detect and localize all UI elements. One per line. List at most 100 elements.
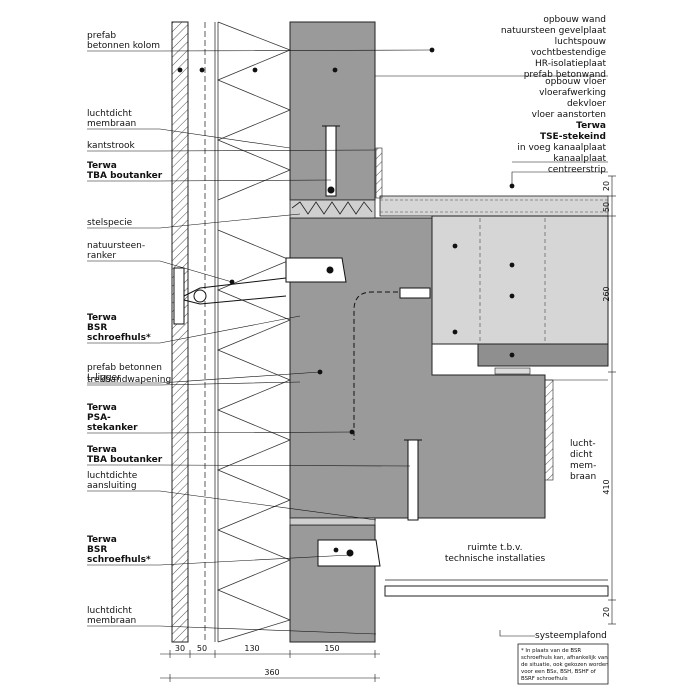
dimension-right-value: 20 — [602, 181, 611, 191]
reference-dot — [509, 352, 515, 358]
bsr-screw-socket-lower — [317, 539, 381, 567]
installations-label: ruimte t.b.v. — [467, 543, 522, 553]
slab-bearing-strip — [477, 343, 609, 367]
leader-line — [87, 464, 411, 467]
leader-line — [87, 490, 377, 521]
mortar-joint-lower — [289, 517, 376, 526]
dimension-bottom-value: 30 — [175, 644, 185, 653]
reference-dot — [199, 67, 205, 73]
bsr-screw-socket-upper — [285, 257, 347, 283]
membrane-label-line: dicht — [570, 450, 593, 460]
dimension-right-value: 260 — [602, 286, 611, 301]
floor-build-up-line: vloer aanstorten — [532, 110, 606, 120]
reference-dot — [452, 243, 458, 249]
left-label-line: Terwa — [87, 313, 117, 323]
tba-bolt-anchor-upper — [322, 125, 340, 197]
membrane-label-line: mem- — [570, 461, 596, 471]
left-label-line: Terwa — [87, 161, 117, 171]
stone-cladding — [171, 21, 189, 643]
leader-line — [87, 431, 355, 434]
reference-dot — [333, 547, 339, 553]
leader-lines — [87, 49, 608, 637]
floor-build-up-line: in voeg kanaalplaat — [517, 143, 606, 153]
footnote-line: de situatie, ook gekozen worden — [521, 662, 609, 668]
centering-strip — [494, 367, 531, 375]
mortar-joint-upper — [289, 199, 376, 219]
left-label-line: TBA boutanker — [87, 171, 163, 181]
dimension-bottom — [160, 650, 380, 682]
dimension-bottom-value: 130 — [244, 644, 259, 653]
left-label-line: Terwa — [87, 403, 117, 413]
stone-anchor — [173, 267, 287, 325]
hollow-core-slab — [431, 215, 609, 345]
leader-line — [511, 171, 608, 186]
left-label-line: luchtdicht — [87, 606, 132, 616]
leader-line — [499, 630, 535, 637]
leader-line — [87, 149, 376, 152]
left-label-line: Terwa — [87, 535, 117, 545]
tse-rebar-coupler — [399, 287, 431, 299]
footnote-line: BSRF schroefhuls — [521, 676, 568, 682]
wall-build-up-line: natuursteen gevelplaat — [501, 26, 607, 36]
edge-strip — [375, 147, 383, 199]
floor-build-up-line: kanaalplaat — [553, 154, 606, 164]
reference-dot — [452, 329, 458, 335]
wall-build-up-line: vochtbestendige — [531, 48, 607, 58]
left-label-line: membraan — [87, 616, 136, 626]
psa-starter-bar — [353, 291, 430, 440]
left-label-line: aansluiting — [87, 481, 137, 491]
system-ceiling — [384, 585, 609, 597]
floor-build-up-line: vloerafwerking — [539, 88, 606, 98]
ceiling-label: systeemplafond — [535, 631, 607, 641]
footnote-box: * In plaats van de BSR schroefhuls kan, … — [517, 643, 609, 685]
leader-line — [87, 213, 301, 229]
leader-line — [87, 128, 291, 149]
airtight-membrane-right — [544, 379, 554, 481]
reference-dot — [252, 67, 258, 73]
left-label-line: natuursteen- — [87, 241, 145, 251]
leader-line — [87, 371, 321, 384]
leader-line — [87, 315, 301, 344]
wall-build-up-line: opbouw wand — [543, 15, 606, 25]
membrane-label-line: lucht- — [570, 439, 596, 449]
membrane-label: lucht- dicht mem- braan — [566, 436, 606, 482]
left-label-line: stekanker — [87, 423, 138, 433]
leader-line — [87, 381, 301, 386]
left-label-line: BSR — [87, 545, 107, 555]
leader-line — [87, 260, 233, 283]
left-label-line: schroefhuls* — [87, 333, 151, 343]
reference-dot — [509, 262, 515, 268]
left-label-line: Terwa — [87, 445, 117, 455]
dimension-right-value: 20 — [602, 607, 611, 617]
membrane-label-line: braan — [570, 472, 596, 482]
left-label-line: kantstrook — [87, 141, 136, 151]
floor-build-up-line: opbouw vloer — [545, 77, 606, 87]
footnote-line: voor een BSx, BSH, BSHF of — [521, 669, 596, 675]
left-label-line: luchtdichte — [87, 471, 138, 481]
reference-dot — [332, 67, 338, 73]
left-label-line: TBA boutanker — [87, 455, 163, 465]
left-label-line: stelspecie — [87, 218, 133, 228]
dimension-total: 360 — [264, 668, 279, 677]
leader-line — [87, 554, 351, 566]
left-label-line: L-ligger — [87, 373, 121, 383]
floor-build-up-line: dekvloer — [567, 99, 606, 109]
footnote-line: schroefhuls kan, afhankelijk van — [521, 655, 608, 661]
wall-build-up-line: HR-isolatieplaat — [535, 59, 606, 69]
floor-build-up-line: Terwa — [576, 121, 606, 131]
leader-line — [87, 179, 332, 182]
leader-line — [87, 625, 377, 635]
left-label-line: membraan — [87, 119, 136, 129]
footnote-line: * In plaats van de BSR — [521, 648, 581, 654]
floor-build-up-line: TSE-stekeind — [540, 132, 606, 142]
left-label-line: BSR — [87, 323, 107, 333]
insulation-layer — [216, 21, 292, 643]
installations-label: technische installaties — [445, 554, 546, 564]
dimension-right-value: 50 — [602, 202, 611, 212]
left-label-line: PSA- — [87, 413, 111, 423]
left-label-line: prefab — [87, 31, 116, 41]
wall-build-up-block: opbouw wand natuursteen gevelplaat lucht… — [501, 15, 607, 80]
reference-dot — [509, 293, 515, 299]
